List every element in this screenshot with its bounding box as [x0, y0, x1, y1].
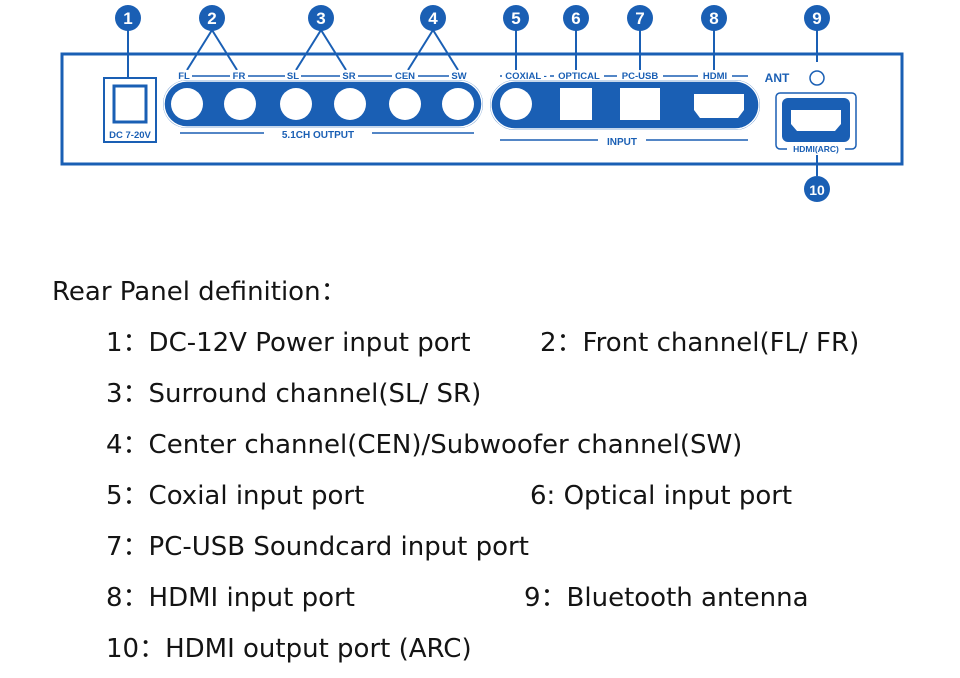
svg-text:10: 10	[809, 182, 825, 198]
sr-jack	[334, 88, 366, 120]
definition-item-1: 1：DC-12V Power input port	[106, 328, 471, 358]
definition-item-9: 9：Bluetooth antenna	[524, 583, 809, 613]
svg-text:SR: SR	[342, 71, 355, 82]
svg-text:8: 8	[709, 9, 718, 28]
hdmi-input-port	[694, 94, 744, 118]
ant-label: ANT	[765, 71, 790, 85]
callout-6: 6	[563, 5, 589, 31]
svg-text:INPUT: INPUT	[607, 137, 637, 148]
svg-text:HDMI: HDMI	[703, 71, 727, 82]
definition-item-2: 2：Front channel(FL/ FR)	[540, 328, 860, 358]
definition-item-4: 4：Center channel(CEN)/Subwoofer channel(…	[106, 430, 743, 460]
definition-item-8: 8：HDMI input port	[106, 583, 355, 613]
output-labels: FL FR SL SR CEN SW 5.1CH OUTPUT	[176, 70, 469, 141]
svg-text:FR: FR	[233, 71, 246, 82]
fr-jack	[224, 88, 256, 120]
definition-item-10: 10：HDMI output port (ARC)	[106, 634, 472, 664]
svg-text:1: 1	[123, 9, 132, 28]
output-block	[163, 75, 483, 134]
svg-text:SL: SL	[287, 71, 299, 82]
sw-jack	[442, 88, 474, 120]
callout-7: 7	[627, 5, 653, 31]
svg-text:7: 7	[635, 9, 644, 28]
svg-text:6: 6	[571, 9, 580, 28]
callout-2: 2	[199, 5, 225, 31]
fl-jack	[171, 88, 203, 120]
svg-text:5: 5	[511, 9, 520, 28]
svg-text:FL: FL	[178, 71, 190, 82]
callout-9: 9	[804, 5, 830, 31]
svg-text:CEN: CEN	[395, 71, 415, 82]
svg-text:2: 2	[207, 9, 216, 28]
svg-text:COXIAL -: COXIAL -	[505, 71, 547, 82]
svg-text:4: 4	[428, 9, 438, 28]
svg-text:DC 7-20V: DC 7-20V	[109, 130, 151, 141]
svg-text:5.1CH OUTPUT: 5.1CH OUTPUT	[282, 130, 354, 141]
callout-1: 1	[115, 5, 141, 31]
input-block	[490, 75, 760, 141]
input-labels: COXIAL - OPTICAL PC-USB HDMI INPUT	[502, 70, 732, 148]
svg-text:PC-USB: PC-USB	[622, 71, 659, 82]
dc-power-port: DC 7-20V	[103, 77, 157, 143]
callout-3: 3	[308, 5, 334, 31]
cen-jack	[389, 88, 421, 120]
callout-8: 8	[701, 5, 727, 31]
sl-jack	[280, 88, 312, 120]
panel-frame	[60, 52, 904, 166]
svg-text:3: 3	[316, 9, 325, 28]
rear-panel-diagram: 1 2 3 4 5 6 7 8 9 10 DC 7-20V FL FR SL S…	[60, 5, 904, 202]
callout-4: 4	[420, 5, 446, 31]
callout-10: 10	[804, 176, 830, 202]
pc-usb-port	[620, 88, 660, 120]
antenna-port	[809, 70, 825, 86]
definition-title: Rear Panel definition：	[52, 277, 347, 307]
svg-text:HDMI(ARC): HDMI(ARC)	[793, 144, 839, 154]
definition-item-3: 3：Surround channel(SL/ SR)	[106, 379, 482, 409]
hdmi-arc-port: HDMI(ARC)	[775, 92, 857, 155]
callout-5: 5	[503, 5, 529, 31]
svg-text:SW: SW	[451, 71, 466, 82]
coaxial-jack	[500, 88, 532, 120]
definition-item-6: 6: Optical input port	[530, 481, 793, 511]
svg-text:OPTICAL: OPTICAL	[558, 71, 600, 82]
definition-item-5: 5：Coxial input port	[106, 481, 365, 511]
optical-port	[560, 88, 592, 120]
definition-item-7: 7：PC-USB Soundcard input port	[106, 532, 529, 562]
svg-text:9: 9	[812, 9, 821, 28]
